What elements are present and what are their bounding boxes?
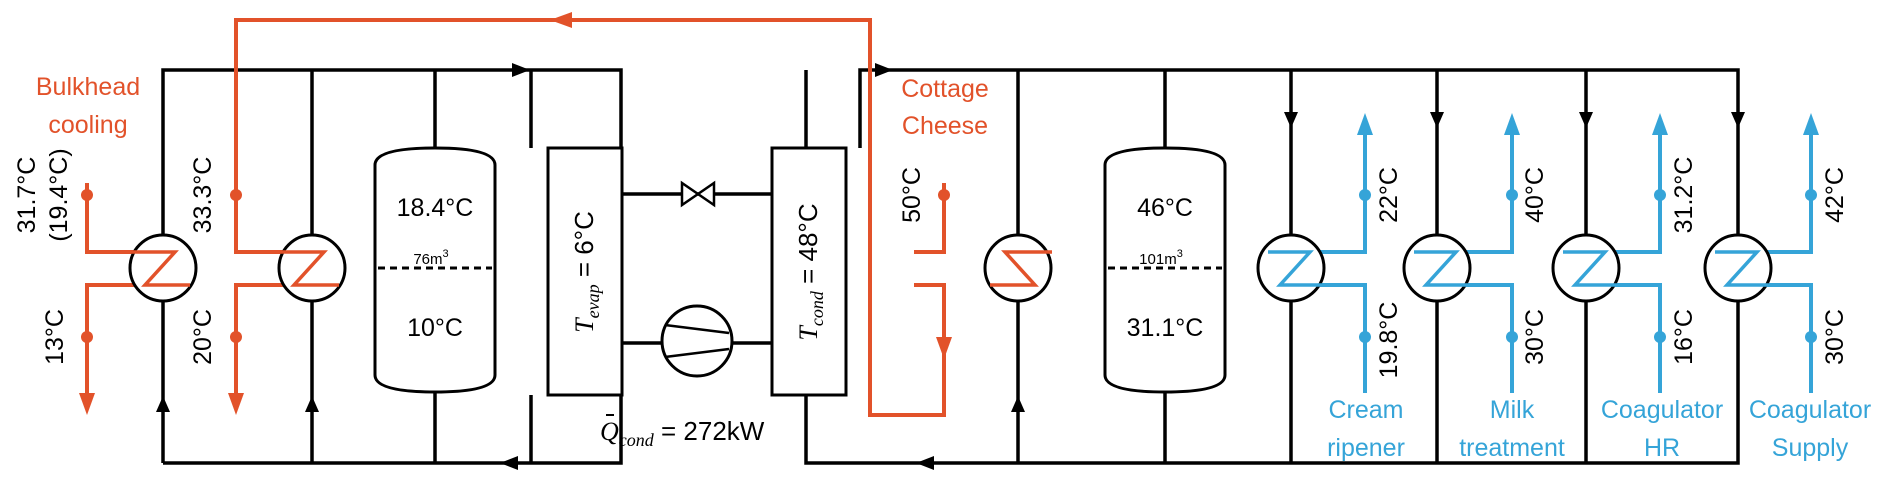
left-tank-volume: 76m3 (413, 248, 448, 268)
cottage-label-line1: Cottage (901, 75, 989, 103)
heat-pump (546, 146, 848, 397)
coag-hr-label-line2: HR (1644, 434, 1680, 462)
cottage-temp: 50°C (898, 167, 926, 223)
cream-label-line2: ripener (1327, 434, 1405, 462)
heat-exchanger-icon (1402, 233, 1472, 303)
heat-exchanger-icon (1256, 233, 1326, 303)
evaporator-label: Tevap = 6°C (569, 211, 603, 333)
flow-arrow-up-3 (1011, 396, 1025, 412)
right-storage-tank (1103, 146, 1227, 394)
coag-supply-temp-out: 42°C (1821, 167, 1849, 223)
heat-exchanger-icon (277, 233, 347, 303)
cold-streams (1310, 113, 1819, 393)
milk-temp-out: 40°C (1521, 167, 1549, 223)
right-tank-volume: 101m3 (1139, 248, 1183, 268)
cream-temp-in: 19.8°C (1375, 302, 1403, 379)
condenser-label: Tcond = 48°C (793, 203, 827, 340)
heat-exchangers (128, 233, 1773, 303)
right-tank-temp-bottom: 31.1°C (1127, 314, 1204, 342)
cottage-label-line2: Cheese (902, 112, 988, 140)
consumer-coagulator-supply (1757, 113, 1819, 393)
heat-rate-label: Qcond = 272kW (600, 414, 765, 450)
flow-arrow-right-top (875, 63, 893, 77)
coag-supply-label-line2: Supply (1772, 434, 1849, 462)
flow-arrow-left-top (512, 63, 530, 77)
heat-exchanger-icon (1703, 233, 1773, 303)
flow-arrow-down-1 (1284, 112, 1298, 128)
consumer-cream-ripener (1310, 113, 1373, 393)
compressor-icon (660, 304, 734, 378)
flow-arrow-left-bottom (500, 456, 518, 470)
cream-temp-out: 22°C (1375, 167, 1403, 223)
flow-arrow-right-bottom (916, 456, 934, 470)
left-storage-tank (373, 146, 497, 394)
second-hx-temp-out: 20°C (189, 309, 217, 365)
coag-hr-temp-in: 16°C (1670, 309, 1698, 365)
cottage-arrow-icon (936, 337, 952, 359)
flow-arrow-down-3 (1579, 112, 1593, 128)
evaporator (546, 146, 624, 397)
expansion-valve-icon (680, 180, 716, 208)
condenser (770, 146, 848, 397)
hot-streams (79, 12, 952, 417)
flow-arrow-down-4 (1731, 112, 1745, 128)
second-hx-out-arrow-icon (228, 393, 244, 415)
milk-label-line2: treatment (1459, 434, 1565, 462)
right-tank-temp-top: 46°C (1137, 194, 1193, 222)
flow-arrow-up-1 (156, 396, 170, 412)
flow-arrow-down-2 (1430, 112, 1444, 128)
bulkhead-temp-in: 31.7°C (13, 157, 41, 234)
svg-text:Qcond = 272kW: Qcond = 272kW (600, 416, 765, 450)
coag-supply-label-line1: Coagulator (1749, 396, 1871, 424)
heat-exchanger-icon (128, 233, 198, 303)
coag-hr-label-line1: Coagulator (1601, 396, 1723, 424)
bulkhead-temp-out: 13°C (41, 309, 69, 365)
coag-supply-temp-in: 30°C (1821, 309, 1849, 365)
milk-temp-in: 30°C (1521, 309, 1549, 365)
milk-label-line1: Milk (1490, 396, 1535, 424)
heat-exchanger-icon (983, 233, 1053, 303)
flow-arrow-up-2 (305, 396, 319, 412)
heat-exchanger-icon (1551, 233, 1621, 303)
bulkhead-label-line2: cooling (48, 111, 127, 139)
coag-hr-temp-out: 31.2°C (1670, 157, 1698, 234)
cream-label-line1: Cream (1328, 396, 1403, 424)
consumer-milk-treatment (1456, 113, 1520, 393)
bulkhead-label-line1: Bulkhead (36, 73, 140, 101)
return-arrow-icon (550, 12, 572, 28)
consumer-coagulator-hr (1605, 113, 1668, 393)
bulkhead-temp-in-alt: (19.4°C) (45, 148, 73, 241)
left-tank-temp-bottom: 10°C (407, 314, 463, 342)
bulkhead-out-arrow-icon (79, 393, 95, 415)
left-tank-temp-top: 18.4°C (397, 194, 474, 222)
second-hx-temp-in: 33.3°C (189, 157, 217, 234)
